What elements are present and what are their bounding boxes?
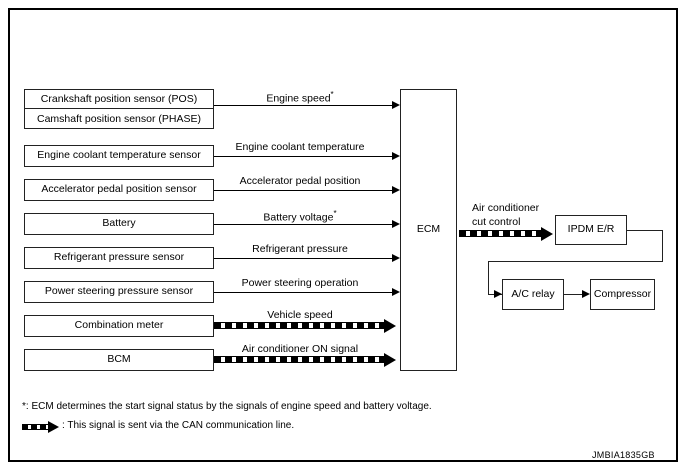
can-line-air-conditioner-on	[214, 356, 384, 363]
signal-label-refrigerant-pressure: Refrigerant pressure	[200, 243, 400, 255]
block-accelerator-pedal-position-sensor[interactable]: Accelerator pedal position sensor	[24, 179, 214, 201]
signal-label-power-steering-operation: Power steering operation	[200, 277, 400, 289]
asterisk-marker: *	[333, 209, 337, 218]
signal-text: Engine speed	[266, 92, 331, 105]
arrowhead-ac-relay	[494, 290, 502, 298]
diagram-frame: Crankshaft position sensor (POS) Camshaf…	[8, 8, 678, 462]
arrowhead-cut-control	[541, 227, 553, 241]
block-label-phase: Camshaft position sensor (PHASE)	[37, 112, 201, 125]
signal-label-cut-control-line1: Air conditioner	[472, 202, 540, 214]
arrowhead-power-steering-operation	[392, 288, 400, 296]
figure-id: JMBIA1835GB	[592, 450, 655, 460]
signal-label-engine-speed: Engine speed*	[200, 90, 400, 105]
can-arrow-icon	[22, 419, 62, 435]
route-ipdm-across	[488, 261, 663, 262]
signal-line-engine-speed	[214, 105, 392, 106]
arrowhead-battery-voltage	[392, 220, 400, 228]
block-label: Combination meter	[74, 319, 164, 332]
block-ac-relay[interactable]: A/C relay	[502, 279, 564, 310]
block-compressor[interactable]: Compressor	[590, 279, 655, 310]
block-label: Engine coolant temperature sensor	[37, 149, 201, 162]
signal-label-cut-control-line2: cut control	[472, 216, 521, 228]
signal-text: Power steering operation	[241, 277, 359, 289]
block-ecm[interactable]: ECM	[400, 89, 457, 371]
block-label: Accelerator pedal position sensor	[41, 183, 197, 196]
signal-text: Battery voltage	[263, 211, 334, 224]
signal-text: Vehicle speed	[267, 309, 333, 321]
route-ipdm-down	[662, 230, 663, 261]
signal-line-accelerator-pedal-position	[214, 190, 392, 191]
block-battery[interactable]: Battery	[24, 213, 214, 235]
block-label: Power steering pressure sensor	[44, 285, 194, 298]
route-relay-to-compressor	[564, 294, 586, 295]
signal-line-engine-coolant-temperature	[214, 156, 392, 157]
block-combination-meter[interactable]: Combination meter	[24, 315, 214, 337]
arrowhead-compressor	[582, 290, 590, 298]
block-label: ECM	[416, 223, 441, 236]
block-label: A/C relay	[511, 287, 555, 300]
signal-label-accelerator-pedal-position: Accelerator pedal position	[200, 175, 400, 187]
signal-label-air-conditioner-on: Air conditioner ON signal	[200, 343, 400, 355]
block-ipdm-er[interactable]: IPDM E/R	[555, 215, 627, 245]
block-crankshaft-camshaft-position-sensor[interactable]: Crankshaft position sensor (POS) Camshaf…	[24, 89, 214, 129]
signal-label-battery-voltage: Battery voltage*	[200, 209, 400, 224]
can-line-cut-control	[459, 230, 541, 237]
block-power-steering-pressure-sensor[interactable]: Power steering pressure sensor	[24, 281, 214, 303]
arrowhead-refrigerant-pressure	[392, 254, 400, 262]
block-refrigerant-pressure-sensor[interactable]: Refrigerant pressure sensor	[24, 247, 214, 269]
block-engine-coolant-temperature-sensor[interactable]: Engine coolant temperature sensor	[24, 145, 214, 167]
block-label: Refrigerant pressure sensor	[53, 251, 185, 264]
route-ipdm-right	[627, 230, 662, 231]
can-line-vehicle-speed	[214, 322, 384, 329]
arrowhead-accelerator-pedal-position	[392, 186, 400, 194]
block-label: Battery	[102, 217, 136, 230]
signal-line-battery-voltage	[214, 224, 392, 225]
signal-text: Engine coolant temperature	[235, 141, 365, 153]
route-relay-down	[488, 261, 489, 294]
signal-label-vehicle-speed: Vehicle speed	[200, 309, 400, 321]
block-label-pos: Crankshaft position sensor (POS)	[25, 90, 213, 109]
arrowhead-vehicle-speed	[384, 319, 396, 333]
legend-asterisk-note: *: ECM determines the start signal statu…	[22, 401, 432, 412]
block-label: BCM	[107, 353, 131, 366]
arrowhead-engine-speed	[392, 101, 400, 109]
asterisk-marker: *	[330, 90, 334, 99]
arrowhead-engine-coolant-temperature	[392, 152, 400, 160]
signal-text: Accelerator pedal position	[239, 175, 361, 187]
signal-line-refrigerant-pressure	[214, 258, 392, 259]
block-bcm[interactable]: BCM	[24, 349, 214, 371]
signal-text: Refrigerant pressure	[252, 243, 348, 255]
block-label: Compressor	[593, 287, 652, 300]
signal-label-engine-coolant-temperature: Engine coolant temperature	[200, 141, 400, 153]
block-label: IPDM E/R	[567, 223, 615, 236]
arrowhead-air-conditioner-on	[384, 353, 396, 367]
signal-line-power-steering-operation	[214, 292, 392, 293]
legend-can-note: : This signal is sent via the CAN commun…	[62, 420, 295, 431]
signal-text: Air conditioner ON signal	[241, 343, 359, 355]
